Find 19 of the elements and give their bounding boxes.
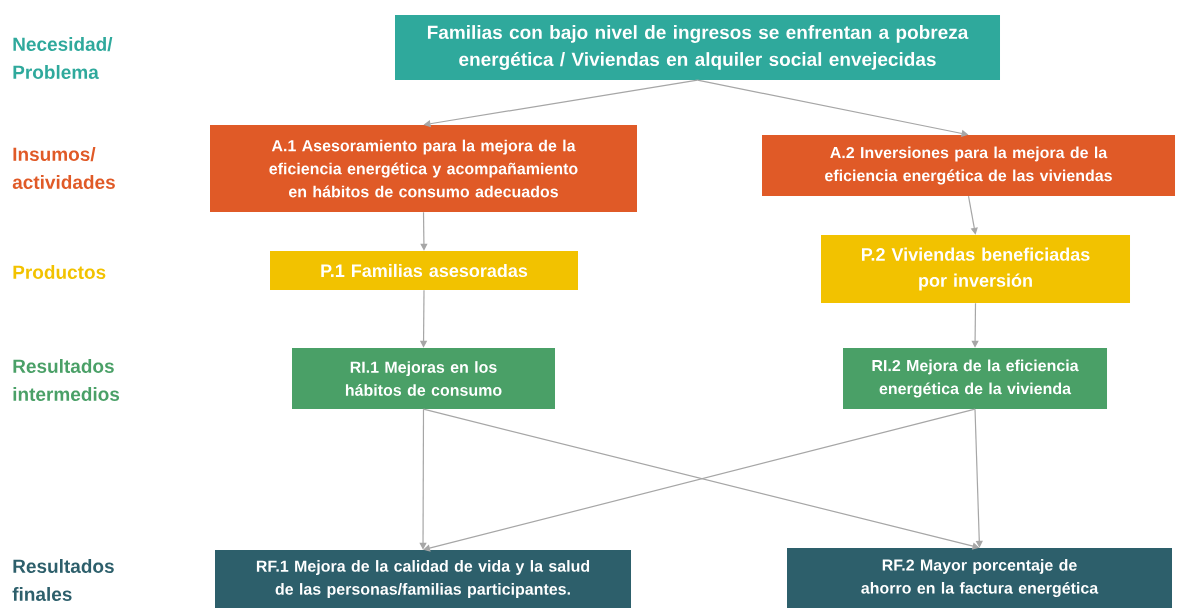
arrow [971, 302, 979, 348]
arrow [420, 211, 428, 251]
process-box: RI.2 Mejora de la eficiencia energética de la vivienda [843, 348, 1107, 409]
process-box: P.2 Viviendas beneficiadas por inversión [821, 235, 1130, 303]
row-label: Resultados intermedios [13, 359, 120, 401]
process-box: RF.2 Mayor porcentaje de ahorro en la factura energética [787, 548, 1172, 608]
process-box: RF.1 Mejora de la calidad de vida y la salud de las personas/familias participantes. [215, 550, 631, 608]
process-box: A.1 Asesoramiento para la mejora de la eficiencia energética y acompañamiento en hábitos de consumo adecuados [210, 125, 637, 212]
row-label: Productos [13, 265, 106, 279]
arrow [967, 195, 978, 235]
row-label: Necesidad/ Problema [13, 37, 113, 79]
process-box: P.1 Familias asesoradas [270, 251, 578, 290]
process-box: A.2 Inversiones para la mejora de la eficiencia energética de las viviendas [762, 135, 1175, 196]
process-box: RI.1 Mejoras en los hábitos de consumo [292, 348, 555, 409]
row-label: Insumos/ actividades [12, 147, 115, 189]
arrow [974, 408, 983, 548]
process-box: Familias con bajo nivel de ingresos se enfrentan a pobreza energética / Viviendas en alquiler social envejecidas [395, 15, 1000, 80]
arrow [419, 408, 427, 550]
row-label: Resultados finales [12, 559, 114, 601]
